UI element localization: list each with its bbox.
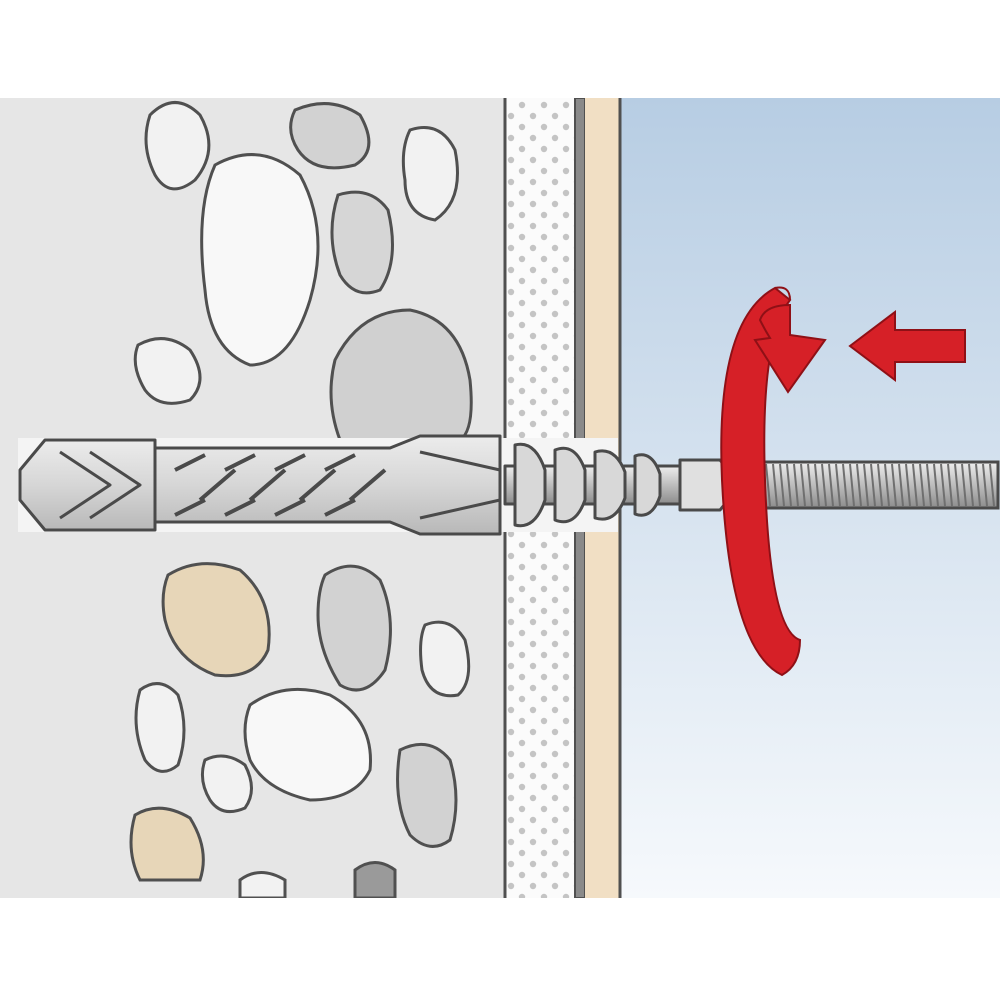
- rod-thread-line: [954, 463, 960, 507]
- stone: [329, 308, 473, 442]
- threaded-rod: [728, 460, 1000, 510]
- rod-thread-line: [968, 463, 974, 507]
- rod-thread-line: [828, 463, 834, 507]
- rod-thread-line: [898, 463, 904, 507]
- rod-thread-line: [877, 463, 883, 507]
- rod-thread-line: [800, 463, 806, 507]
- plug-body: [153, 434, 502, 536]
- rod-thread-line: [919, 463, 925, 507]
- stone: [161, 562, 271, 678]
- rod-thread-line: [912, 463, 918, 507]
- top-margin: [0, 0, 1000, 98]
- bottom-margin: [0, 898, 1000, 1000]
- rotate-arrow-icon: [720, 286, 827, 677]
- rod-thread-line: [779, 463, 785, 507]
- rod-thread-line: [891, 463, 897, 507]
- stone: [238, 871, 287, 900]
- rod-thread-line: [989, 463, 995, 507]
- rod-thread-line: [982, 463, 988, 507]
- aggregate-stones: [129, 101, 473, 900]
- rod-thread-line: [947, 463, 953, 507]
- screw: [503, 442, 732, 528]
- stone: [134, 682, 186, 773]
- rod-thread-line: [961, 463, 967, 507]
- wall-plug: [18, 434, 502, 536]
- rod-thread-line: [821, 463, 827, 507]
- plug-slot: [419, 450, 501, 520]
- stone: [396, 742, 458, 848]
- stone: [316, 564, 392, 692]
- rod-thread-line: [940, 463, 946, 507]
- screw-thread: [513, 442, 662, 528]
- rod-thread-line: [786, 463, 792, 507]
- stone: [200, 153, 320, 367]
- stone: [129, 806, 205, 882]
- rod-thread-line: [793, 463, 799, 507]
- rod-thread-line: [905, 463, 911, 507]
- rod-thread-line: [772, 463, 778, 507]
- push-arrow-icon: [848, 309, 966, 383]
- stone: [200, 754, 253, 814]
- rod-thread-line: [933, 463, 939, 507]
- rod-thread-line: [926, 463, 932, 507]
- rod-thread-line: [849, 463, 855, 507]
- rod-thread-line: [975, 463, 981, 507]
- rod-thread-line: [765, 463, 771, 507]
- stone: [330, 190, 394, 295]
- stone: [401, 126, 459, 222]
- stone: [144, 101, 211, 191]
- rod-thread-line: [884, 463, 890, 507]
- rod-thread-line: [835, 463, 841, 507]
- stone: [419, 620, 471, 698]
- rod-thread-line: [863, 463, 869, 507]
- stone: [353, 861, 397, 900]
- plug-ribs: [174, 453, 387, 517]
- plug-tip: [18, 438, 157, 532]
- rod-thread-line: [842, 463, 848, 507]
- plug-chevron: [59, 450, 112, 520]
- stone: [133, 337, 202, 405]
- rod-thread-line: [814, 463, 820, 507]
- rod-thread-line: [870, 463, 876, 507]
- rod-thread-line: [856, 463, 862, 507]
- stone: [243, 687, 372, 802]
- plug-chevron: [89, 450, 142, 520]
- stone: [289, 102, 371, 170]
- rod-thread-line: [807, 463, 813, 507]
